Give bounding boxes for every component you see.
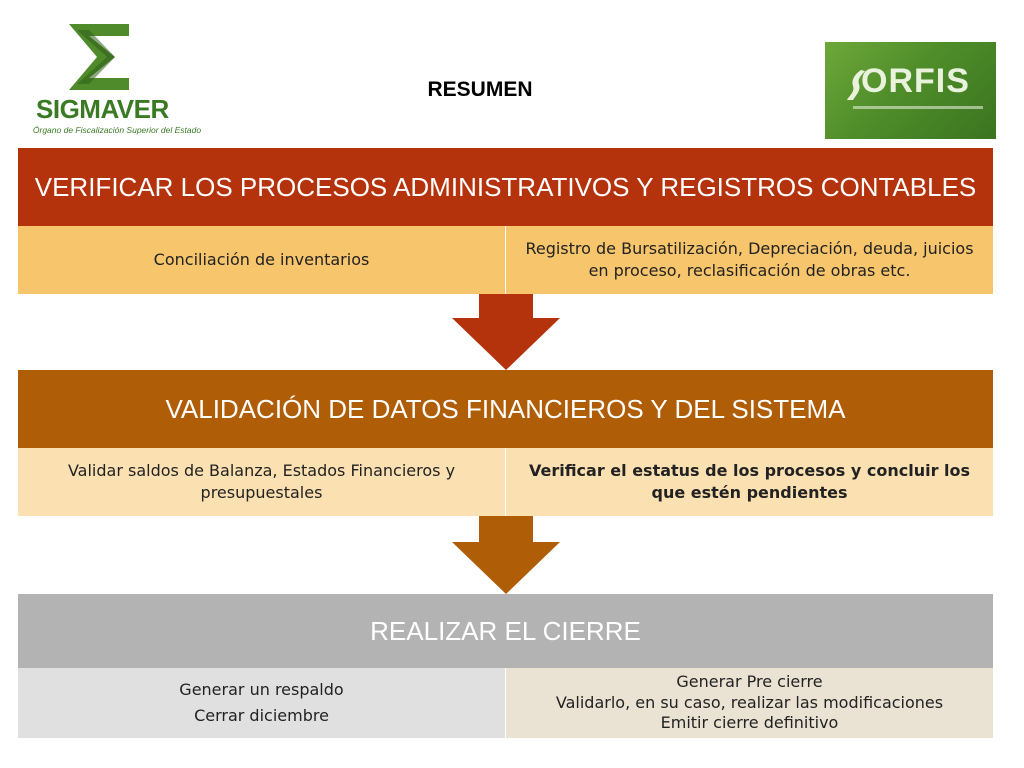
cell-text: Validarlo, en su caso, realizar las modi… [555,692,944,712]
cell-text: Cerrar diciembre [194,706,329,725]
arrow-down-icon [452,294,560,370]
cell-text: Validar saldos de Balanza, Estados Finan… [67,460,456,502]
section-1-left-cell: Conciliación de inventarios [18,226,505,294]
cell-text: Conciliación de inventarios [153,249,370,269]
veracruz-map-icon [847,70,865,100]
orfis-subtitle-line [853,106,983,109]
section-1-right-cell: Registro de Bursatilización, Depreciació… [506,226,993,294]
section-3-right-cell: Generar Pre cierre Validarlo, en su caso… [506,668,993,738]
cell-text: Generar un respaldo [179,679,344,699]
cell-text: Registro de Bursatilización, Depreciació… [525,238,974,280]
page-title: RESUMEN [427,78,533,101]
orfis-wordmark: ORFIS [861,62,970,100]
sigmaver-name: SIGMAVER [36,94,169,124]
orfis-logo: ORFIS [825,42,996,139]
section-header-realizar-cierre: REALIZAR EL CIERRE [18,594,993,668]
cell-text: Generar Pre cierre [676,671,823,691]
arrow-down-icon [452,516,560,594]
arrow-1-shape [452,294,560,370]
sigmaver-tagline: Órgano de Fiscalización Superior del Est… [32,125,202,135]
section-2-right-cell: Verificar el estatus de los procesos y c… [506,448,993,516]
section-header-verificar: VERIFICAR LOS PROCESOS ADMINISTRATIVOS Y… [18,148,993,226]
arrow-2-shape [452,516,560,594]
cell-text: Emitir cierre definitivo [660,713,839,733]
sigma-logo-icon [69,24,129,90]
section-3-left-cell: Generar un respaldo Cerrar diciembre [18,668,505,738]
section-2-left-cell: Validar saldos de Balanza, Estados Finan… [18,448,505,516]
section-header-validacion: VALIDACIÓN DE DATOS FINANCIEROS Y DEL SI… [18,370,993,448]
sigmaver-logo: SIGMAVER Órgano de Fiscalización Superio… [22,22,212,140]
cell-text: Verificar el estatus de los procesos y c… [528,460,971,502]
